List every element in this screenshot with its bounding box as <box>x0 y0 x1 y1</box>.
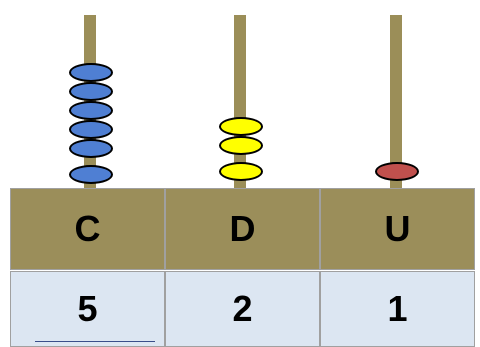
bead-tens-2 <box>219 136 263 155</box>
value-row: 5 2 1 <box>10 271 475 347</box>
rod-units <box>390 15 402 190</box>
bead-units-1 <box>375 162 419 181</box>
label-tens: D <box>165 188 320 270</box>
underline <box>35 341 155 342</box>
label-hundreds: C <box>10 188 165 270</box>
bead-hundreds-1 <box>69 63 113 82</box>
place-label-row: C D U <box>10 188 475 270</box>
value-tens: 2 <box>165 271 320 347</box>
value-units: 1 <box>320 271 475 347</box>
bead-hundreds-2 <box>69 82 113 101</box>
bead-tens-1 <box>219 117 263 136</box>
bead-hundreds-6 <box>69 165 113 184</box>
value-hundreds: 5 <box>10 271 165 347</box>
bead-hundreds-5 <box>69 139 113 158</box>
bead-hundreds-4 <box>69 120 113 139</box>
value-hundreds-text: 5 <box>77 288 98 329</box>
bead-tens-3 <box>219 162 263 181</box>
label-units: U <box>320 188 475 270</box>
bead-hundreds-3 <box>69 101 113 120</box>
